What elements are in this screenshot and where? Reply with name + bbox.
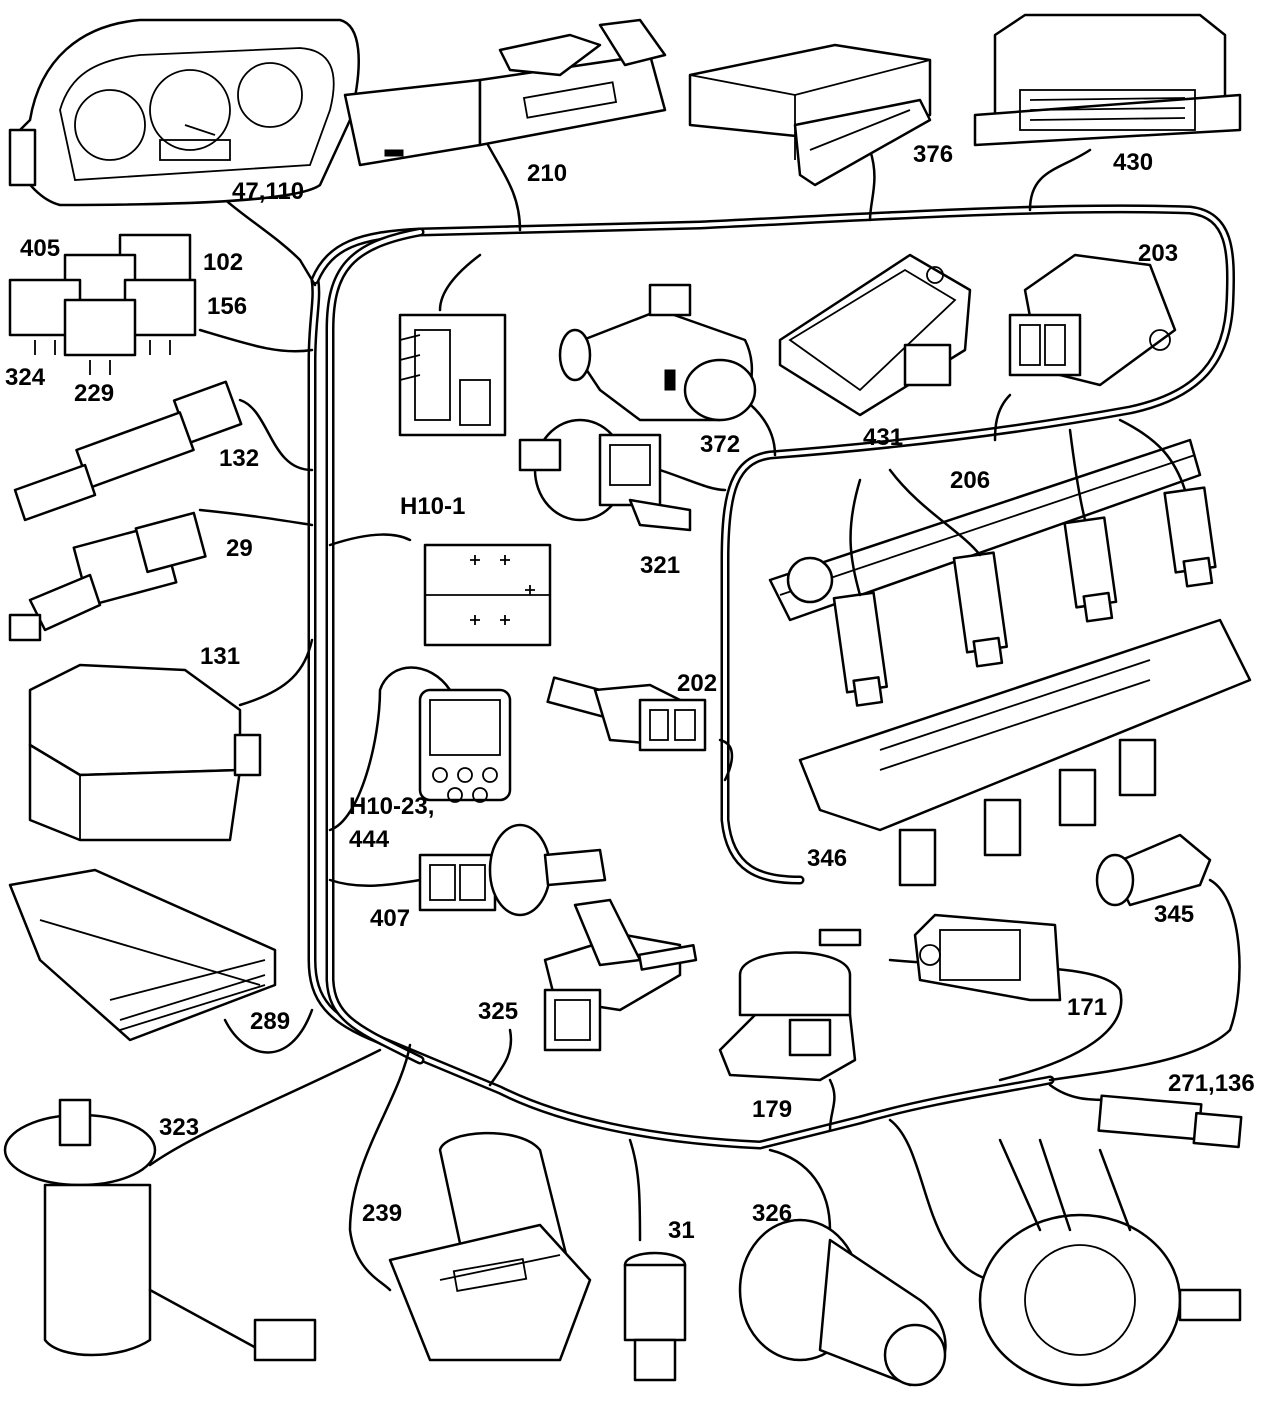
callout-131: 131 xyxy=(200,643,240,670)
callout-206: 206 xyxy=(950,467,990,494)
sensor-132 xyxy=(13,380,243,522)
connector-multi-pin xyxy=(398,313,507,437)
callout-H10-23: H10-23, xyxy=(349,793,434,820)
callout-407: 407 xyxy=(370,905,410,932)
injector-4 xyxy=(1163,486,1217,588)
callout-431: 431 xyxy=(863,424,903,451)
module-210 xyxy=(343,18,667,167)
valve-325 xyxy=(543,898,698,1052)
module-431 xyxy=(778,253,972,417)
injector-3 xyxy=(1063,516,1118,623)
callout-289: 289 xyxy=(250,1008,290,1035)
callout-321: 321 xyxy=(640,552,680,579)
callout-171: 171 xyxy=(1067,994,1107,1021)
callout-346: 346 xyxy=(807,845,847,872)
injector-2 xyxy=(952,551,1009,668)
module-131 xyxy=(28,663,262,842)
instrument-cluster xyxy=(8,18,360,207)
main-harness xyxy=(307,204,1236,1150)
callout-372: 372 xyxy=(700,431,740,458)
callout-47-110: 47,110 xyxy=(232,178,304,205)
callout-229: 229 xyxy=(74,380,114,407)
sensor-202 xyxy=(546,676,707,752)
callout-132: 132 xyxy=(219,445,259,472)
callout-326: 326 xyxy=(752,1200,792,1227)
compressor xyxy=(978,1138,1242,1387)
callout-156: 156 xyxy=(207,293,247,320)
valve-179 xyxy=(718,928,862,1082)
ecu-430 xyxy=(973,13,1242,147)
callout-203: 203 xyxy=(1138,240,1178,267)
relay-block xyxy=(8,233,197,375)
ecu-376 xyxy=(688,43,932,187)
callout-H10-1: H10-1 xyxy=(400,493,465,520)
air-pump-326 xyxy=(738,1218,947,1387)
sensor-203 xyxy=(1008,253,1177,387)
callout-324: 324 xyxy=(5,364,46,391)
fuel-pump-323 xyxy=(3,1098,317,1362)
connector-H10-1 xyxy=(423,543,552,647)
coil-346 xyxy=(798,618,1252,887)
callout-179: 179 xyxy=(752,1096,792,1123)
actuator-171 xyxy=(913,913,1062,1002)
sensor-345 xyxy=(1095,833,1212,907)
callout-430: 430 xyxy=(1113,149,1153,176)
callout-345: 345 xyxy=(1154,901,1194,928)
callout-29: 29 xyxy=(226,535,253,562)
gear-selector-239 xyxy=(388,1131,592,1362)
callout-102: 102 xyxy=(203,249,243,276)
callout-31: 31 xyxy=(668,1217,695,1244)
callout-323: 323 xyxy=(159,1114,199,1141)
sensor-271-136 xyxy=(1097,1094,1243,1149)
sensor-29 xyxy=(8,511,207,642)
valve-372 xyxy=(558,283,757,422)
injector-1 xyxy=(832,591,889,707)
fuel-rail-206 xyxy=(768,418,1217,707)
callout-405: 405 xyxy=(20,235,60,262)
callout-444: 444 xyxy=(349,826,390,853)
callout-210: 210 xyxy=(527,160,567,187)
callout-labels: 47,110 210 376 430 405 102 156 324 229 2… xyxy=(5,141,1255,1244)
sensor-407 xyxy=(418,823,607,917)
callout-376: 376 xyxy=(913,141,953,168)
ecu-289 xyxy=(8,868,277,1042)
callout-239: 239 xyxy=(362,1200,402,1227)
callout-271-136: 271,136 xyxy=(1168,1070,1255,1097)
sensor-321 xyxy=(518,418,692,532)
callout-325: 325 xyxy=(478,998,518,1025)
connector-H10-23 xyxy=(418,688,512,803)
switch-31 xyxy=(623,1251,687,1382)
callout-202: 202 xyxy=(677,670,717,697)
